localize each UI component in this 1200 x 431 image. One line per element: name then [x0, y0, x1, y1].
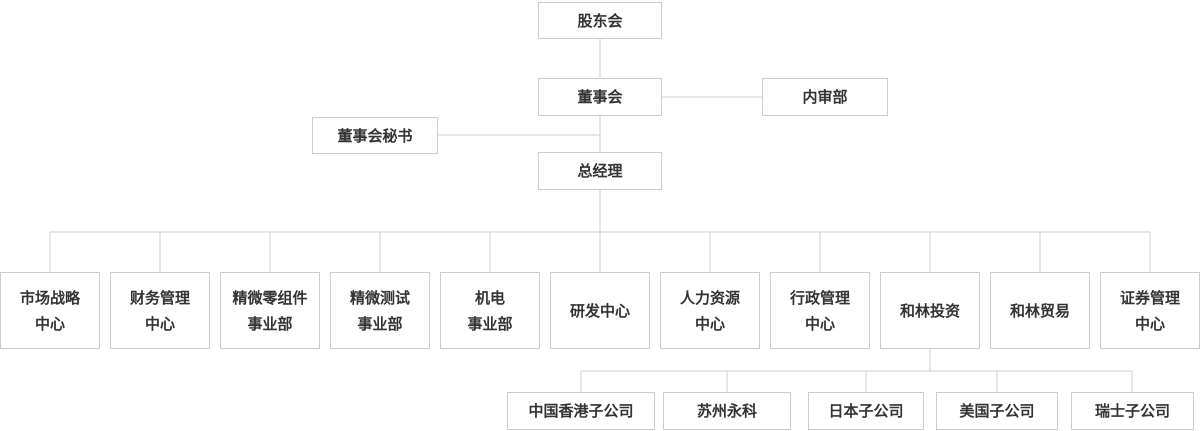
- subsidiary-usa: 美国子公司: [936, 392, 1058, 430]
- node-label-line: 中心: [144, 314, 175, 333]
- node-label: 总经理: [577, 162, 623, 180]
- node-shareholders-meeting: 股东会: [538, 2, 662, 39]
- node-label-line: 精微测试: [349, 288, 410, 307]
- subsidiary-switzerland: 瑞士子公司: [1071, 392, 1194, 430]
- node-label-line: 机电: [474, 288, 505, 307]
- dept-electromechanical-division: 机电 事业部: [440, 272, 540, 349]
- dept-helin-trading: 和林贸易: [990, 272, 1090, 349]
- dept-helin-investment: 和林投资: [880, 272, 980, 349]
- node-label: 内审部: [802, 88, 848, 106]
- dept-precision-components-division: 精微零组件 事业部: [220, 272, 320, 349]
- node-label-line: 中心: [34, 314, 65, 333]
- subsidiary-suzhou-yongke: 苏州永科: [663, 392, 791, 430]
- node-label: 日本子公司: [828, 402, 904, 420]
- node-label: 董事会: [577, 88, 623, 106]
- node-label-line: 行政管理: [789, 288, 850, 307]
- node-label-line: 事业部: [357, 314, 403, 333]
- node-label-line: 事业部: [467, 314, 513, 333]
- node-label-line: 和林投资: [899, 301, 960, 320]
- node-label: 美国子公司: [959, 402, 1035, 420]
- dept-rd-center: 研发中心: [550, 272, 650, 349]
- dept-hr-center: 人力资源 中心: [660, 272, 760, 349]
- node-board-of-directors: 董事会: [538, 78, 662, 116]
- dept-market-strategy-center: 市场战略 中心: [0, 272, 100, 349]
- node-label-line: 财务管理: [129, 288, 190, 307]
- node-label-line: 中心: [694, 314, 725, 333]
- dept-securities-management-center: 证券管理 中心: [1100, 272, 1200, 349]
- node-label-line: 研发中心: [569, 301, 630, 320]
- node-board-secretary: 董事会秘书: [312, 117, 438, 154]
- node-label: 中国香港子公司: [528, 402, 634, 420]
- subsidiary-china-hongkong: 中国香港子公司: [507, 392, 655, 430]
- subsidiary-japan: 日本子公司: [808, 392, 924, 430]
- node-internal-audit-dept: 内审部: [762, 78, 888, 116]
- node-label-line: 事业部: [247, 314, 293, 333]
- node-label: 股东会: [577, 11, 623, 30]
- node-label-line: 中心: [1134, 314, 1165, 333]
- node-label: 苏州永科: [696, 402, 757, 420]
- dept-finance-management-center: 财务管理 中心: [110, 272, 210, 349]
- node-label: 董事会秘书: [337, 126, 413, 145]
- node-general-manager: 总经理: [538, 152, 662, 190]
- node-label-line: 证券管理: [1119, 288, 1180, 307]
- dept-admin-management-center: 行政管理 中心: [770, 272, 870, 349]
- dept-precision-testing-division: 精微测试 事业部: [330, 272, 430, 349]
- node-label-line: 人力资源: [679, 288, 740, 307]
- node-label-line: 中心: [804, 314, 835, 333]
- node-label-line: 市场战略: [19, 288, 80, 307]
- node-label: 瑞士子公司: [1094, 402, 1170, 420]
- node-label-line: 精微零组件: [232, 288, 308, 307]
- node-label-line: 和林贸易: [1009, 301, 1070, 320]
